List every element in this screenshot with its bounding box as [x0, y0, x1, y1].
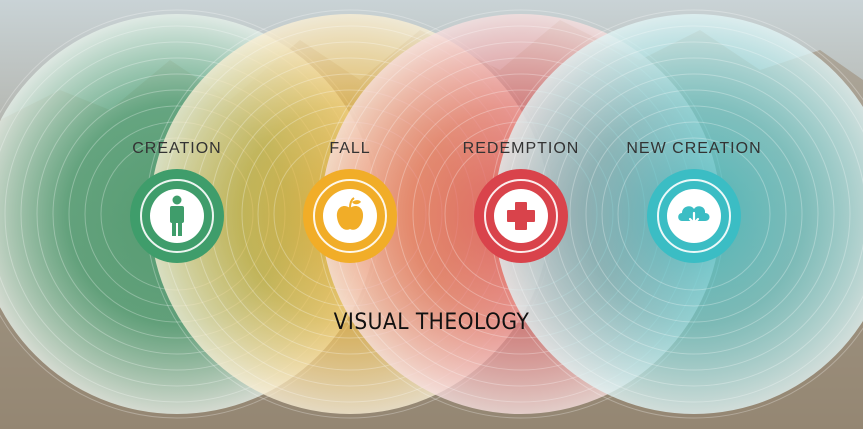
- icon-ring: [313, 179, 387, 253]
- apple-icon: [303, 169, 397, 263]
- icon-ring: [140, 179, 214, 253]
- page-title: VISUAL THEOLOGY: [333, 310, 530, 335]
- icon-ring: [657, 179, 731, 253]
- cloud-download-icon: [647, 169, 741, 263]
- stage-label-creation: CREATION: [132, 140, 222, 157]
- icon-ring: [484, 179, 558, 253]
- stage-label-new-creation: NEW CREATION: [626, 140, 762, 157]
- stage-label-fall: FALL: [329, 140, 371, 157]
- stage-label-redemption: REDEMPTION: [462, 140, 580, 157]
- medical-cross-icon: [474, 169, 568, 263]
- person-icon: [130, 169, 224, 263]
